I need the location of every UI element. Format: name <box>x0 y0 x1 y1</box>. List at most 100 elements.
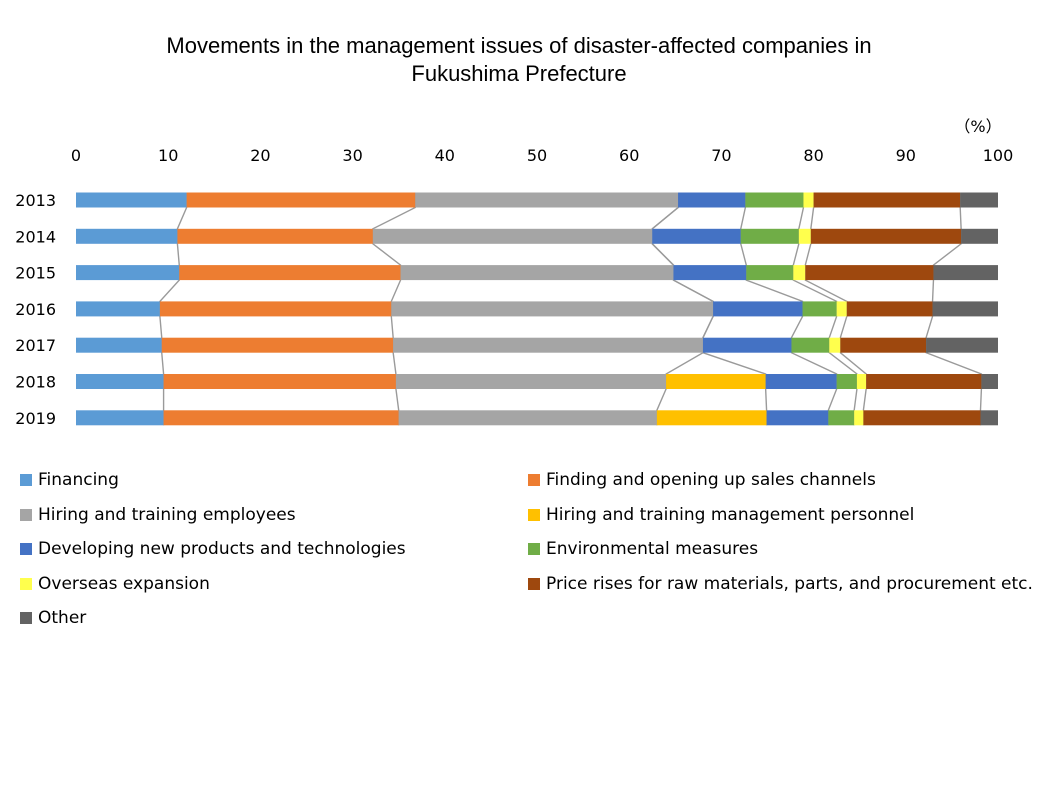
bar-segment <box>163 374 396 389</box>
legend-label: Financing <box>38 470 119 490</box>
x-tick-label: 20 <box>250 146 270 165</box>
bar-segment <box>159 301 392 317</box>
chart-title: Movements in the management issues of di… <box>0 32 1038 88</box>
bar-segment <box>926 337 998 353</box>
x-tick-label: 50 <box>527 146 547 165</box>
bar-segment <box>805 265 934 281</box>
bar-segment <box>393 337 703 353</box>
bar-segment <box>836 374 857 389</box>
bar-segment <box>866 374 982 389</box>
bar-segment <box>863 410 981 426</box>
bar-segment <box>76 265 180 281</box>
bar-segment <box>840 337 927 353</box>
unit-label: （%） <box>954 117 1001 136</box>
legend-label: Hiring and training management personnel <box>546 504 915 525</box>
bar-segment <box>673 265 747 281</box>
legend-item: Financing <box>20 470 119 490</box>
bar-segment <box>400 265 674 281</box>
x-tick-label: 80 <box>803 146 823 165</box>
bar-segment <box>791 337 830 353</box>
chart-title-line-2: Fukushima Prefecture <box>411 61 627 86</box>
legend-item: Overseas expansion <box>20 574 210 594</box>
x-tick-label: 60 <box>619 146 639 165</box>
bar-segment <box>746 265 794 281</box>
bar-segment <box>933 265 998 281</box>
bar-segment <box>980 410 998 426</box>
legend-swatch <box>20 543 32 555</box>
x-tick-label: 0 <box>71 146 81 165</box>
legend-swatch <box>528 508 540 521</box>
legend-label: Finding and opening up sales channels <box>546 470 876 490</box>
bar-segment <box>803 192 814 208</box>
bar-segment <box>961 228 998 244</box>
legend-item: Finding and opening up sales channels <box>528 470 876 490</box>
bar-segment <box>740 228 799 244</box>
legend-label: Price rises for raw materials, parts, an… <box>546 573 1033 594</box>
bar-segment <box>766 410 829 426</box>
bar-segment <box>854 410 864 426</box>
bar-segment <box>836 301 847 317</box>
x-tick-label: 100 <box>983 146 1014 165</box>
y-category-label: 2013 <box>15 191 56 210</box>
legend-item: Other <box>20 608 86 628</box>
bar-segment <box>960 192 998 208</box>
bar-segment <box>179 265 401 281</box>
x-tick-label: 70 <box>711 146 731 165</box>
legend-item: Environmental measures <box>528 539 758 559</box>
y-category-label: 2016 <box>15 300 56 319</box>
legend-item: Hiring and training management personnel <box>528 505 914 525</box>
bar-segment <box>186 192 416 208</box>
bar-segment <box>76 337 162 353</box>
bar-segment <box>798 228 811 244</box>
bar-segment <box>702 337 792 353</box>
bar-segment <box>802 301 837 317</box>
bar-segment <box>395 374 667 389</box>
bar-segment <box>856 374 867 389</box>
x-tick-label: 10 <box>158 146 178 165</box>
legend-label: Other <box>38 608 87 628</box>
bar-segment <box>76 410 164 426</box>
bar-segment <box>372 228 653 244</box>
y-category-label: 2019 <box>15 409 56 428</box>
bar-segment <box>765 374 837 389</box>
legend-item: Developing new products and technologies <box>20 539 406 559</box>
legend-label: Environmental measures <box>546 539 759 559</box>
bar-segment <box>415 192 679 208</box>
bar-segment <box>398 410 657 426</box>
bar-segment <box>713 301 803 317</box>
bar-segment <box>846 301 933 317</box>
bar-segment <box>163 410 399 426</box>
bar-segment <box>652 228 741 244</box>
bar-segment <box>177 228 373 244</box>
x-tick-label: 30 <box>342 146 362 165</box>
legend-swatch <box>528 474 540 486</box>
y-category-label: 2018 <box>15 373 56 392</box>
bar-segment <box>76 192 187 208</box>
y-category-label: 2015 <box>15 264 56 283</box>
legend-swatch <box>20 577 32 590</box>
bar-segment <box>391 301 714 317</box>
legend-swatch <box>20 612 32 624</box>
bar-segment <box>828 410 855 426</box>
y-category-label: 2014 <box>15 227 56 246</box>
x-tick-label: 40 <box>435 146 455 165</box>
y-category-label: 2017 <box>15 336 56 355</box>
bar-segment <box>829 337 841 353</box>
bar-segment <box>161 337 394 353</box>
bar-segment <box>678 192 746 208</box>
legend-item: Price rises for raw materials, parts, an… <box>528 574 1033 594</box>
legend-label: Overseas expansion <box>38 573 210 594</box>
legend-label: Hiring and training employees <box>38 504 296 525</box>
legend-swatch <box>20 508 32 521</box>
chart-title-line-1: Movements in the management issues of di… <box>166 33 872 58</box>
bar-segment <box>76 301 160 317</box>
legend-swatch <box>528 577 540 590</box>
legend-swatch <box>20 474 32 486</box>
bar-segment <box>810 228 962 244</box>
bar-segment <box>793 265 806 281</box>
legend-label: Developing new products and technologies <box>38 539 406 559</box>
bar-segment <box>76 228 178 244</box>
legend-swatch <box>528 543 540 555</box>
